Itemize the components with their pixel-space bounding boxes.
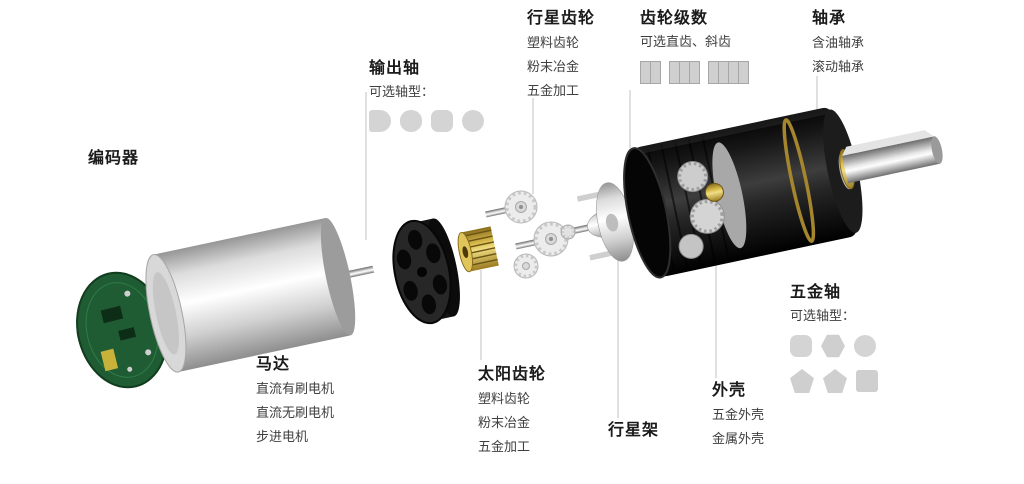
motor-option: 步进电机: [256, 430, 309, 445]
gear-stage-icon-1: [640, 61, 661, 84]
planet-gear-option: 塑料齿轮: [527, 36, 580, 51]
label-planet-gear: 行星齿轮 塑料齿轮 粉末冶金 五金加工: [527, 8, 596, 99]
planet-gear-option: 粉末冶金: [527, 60, 580, 75]
sun-gear-option: 粉末冶金: [478, 416, 531, 431]
gearbox-housing: [623, 107, 863, 279]
square-shaft-icon: [856, 370, 878, 392]
output-shaft-title: 输出轴: [369, 58, 421, 77]
label-encoder: 编码器: [88, 150, 139, 166]
encoder-title: 编码器: [88, 148, 140, 167]
gear-stage-icon-3: [708, 61, 749, 84]
sun-gear-option: 五金加工: [478, 440, 531, 455]
label-housing: 外壳 五金外壳 金属外壳: [712, 380, 765, 447]
hexagon-shaft-icon: [821, 334, 845, 358]
gear-stage-icon-2: [669, 61, 700, 84]
oval-shaft-icon: [400, 110, 422, 132]
motor-option: 直流无刷电机: [256, 406, 335, 421]
label-metal-shaft: 五金轴 可选轴型：: [790, 284, 878, 393]
motor-title: 马达: [256, 354, 291, 373]
leader-lines: [365, 76, 818, 418]
pentagon-shaft-icon: [823, 369, 847, 393]
sun-gear: [457, 226, 499, 273]
planet-gear-title: 行星齿轮: [527, 8, 596, 27]
planet-carrier-title: 行星架: [608, 420, 660, 439]
pentagon-shaft-icon: [790, 369, 814, 393]
output-shaft: [839, 130, 943, 190]
label-gear-stages: 齿轮级数 可选直齿、斜齿: [640, 8, 749, 84]
d-shaft-icon: [369, 110, 391, 132]
gear-stages-title: 齿轮级数: [640, 8, 709, 27]
round-shaft-icon: [854, 335, 876, 357]
metal-shaft-type-icons-row2: [790, 369, 878, 393]
planet-gears: [485, 190, 569, 279]
label-sun-gear: 太阳齿轮 塑料齿轮 粉末冶金 五金加工: [478, 364, 547, 455]
round-square-shaft-icon: [790, 335, 812, 357]
sun-gear-option: 塑料齿轮: [478, 392, 531, 407]
motor-option: 直流有刷电机: [256, 382, 335, 397]
bearing-option: 含油轴承: [812, 36, 865, 51]
gear-stages-subtitle: 可选直齿、斜齿: [640, 35, 732, 50]
planet-gear-option: 五金加工: [527, 84, 580, 99]
housing-option: 金属外壳: [712, 432, 765, 447]
motor-body: [145, 217, 375, 373]
output-shaft-subtitle: 可选轴型：: [369, 85, 435, 100]
gear-stage-icons: [640, 61, 749, 84]
metal-shaft-subtitle: 可选轴型：: [790, 309, 856, 324]
motor-end-cap: [392, 218, 460, 325]
encoder-pcb: [76, 271, 168, 389]
bearing-option: 滚动轴承: [812, 60, 865, 75]
housing-option: 五金外壳: [712, 408, 765, 423]
label-motor: 马达 直流有刷电机 直流无刷电机 步进电机: [256, 354, 335, 445]
housing-title: 外壳: [712, 380, 747, 399]
bearing-title: 轴承: [812, 8, 847, 27]
round-square-shaft-icon: [431, 110, 453, 132]
label-output-shaft: 输出轴 可选轴型：: [369, 60, 484, 132]
output-shaft-type-icons: [369, 110, 484, 132]
label-bearing: 轴承 含油轴承 滚动轴承: [812, 8, 865, 75]
label-planet-carrier: 行星架: [608, 422, 659, 438]
round-shaft-icon: [462, 110, 484, 132]
sun-gear-title: 太阳齿轮: [478, 364, 547, 383]
metal-shaft-title: 五金轴: [790, 282, 842, 301]
metal-shaft-type-icons-row1: [790, 334, 878, 358]
